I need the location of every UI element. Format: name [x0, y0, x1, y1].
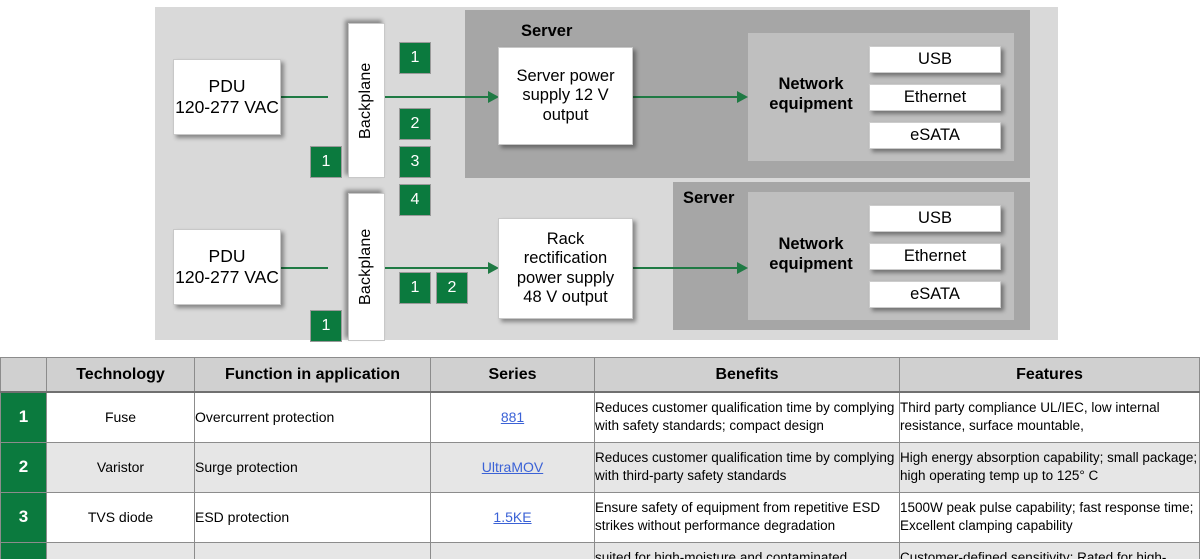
table-row: 1 Fuse Overcurrent protection 881 Reduce… — [0, 391, 1200, 443]
col-header-technology: Technology — [46, 357, 195, 393]
cell-features: 1500W peak pulse capability; fast respon… — [899, 491, 1200, 543]
port-esata-top: eSATA — [869, 122, 1001, 149]
rack-rectification-power-supply-box: Rack rectification power supply 48 V out… — [498, 218, 633, 319]
badge-rack-2: 2 — [436, 272, 468, 304]
cell-benefits: Reduces customer qualification time by c… — [594, 391, 900, 443]
system-diagram: Server Network equipment USB Ethernet eS… — [155, 7, 1058, 342]
port-usb-bottom: USB — [869, 205, 1001, 232]
series-link[interactable]: 881 — [500, 409, 525, 426]
port-usb-top: USB — [869, 46, 1001, 73]
row-index-badge: 3 — [0, 491, 47, 543]
specification-table-wrap: Technology Function in application Serie… — [0, 357, 1200, 559]
row-index-badge: 4 — [0, 541, 47, 559]
port-ethernet-top: Ethernet — [869, 84, 1001, 111]
network-equipment-top-label: Network equipment — [756, 75, 866, 115]
badge-backplane-4: 4 — [399, 184, 431, 216]
series-link[interactable]: UltraMOV — [481, 459, 544, 475]
cell-benefits: Reduces customer qualification time by c… — [594, 441, 900, 493]
backplane-bottom: Backplane — [348, 193, 385, 341]
psu-top-line3: output — [542, 105, 589, 124]
server-bottom-label: Server — [683, 189, 735, 207]
psu-top-line1: Server power — [516, 66, 615, 85]
cell-function: Surge protection — [194, 441, 431, 493]
table-row: 2 Varistor Surge protection UltraMOV Red… — [0, 441, 1200, 493]
cell-function: Enclosure open/close status — [194, 541, 431, 559]
network-top-line1: Network — [778, 75, 844, 93]
table-body: 1 Fuse Overcurrent protection 881 Reduce… — [0, 391, 1200, 559]
pdu-top-line1: PDU — [208, 76, 246, 97]
wire-backplane-to-psu-bottom — [355, 267, 490, 269]
col-header-series: Series — [430, 357, 595, 393]
arrow-network-bottom-in — [737, 262, 748, 274]
pdu-bottom-line1: PDU — [208, 246, 246, 267]
wire-pdu-bottom-to-backplane — [280, 267, 328, 269]
cell-series: 59150 — [430, 541, 595, 559]
wire-psu-bottom-to-network — [633, 267, 739, 269]
series-link[interactable]: 1.5KE — [493, 509, 532, 525]
cell-function: Overcurrent protection — [194, 391, 431, 443]
cell-technology: TVS diode — [46, 491, 195, 543]
col-header-features: Features — [899, 357, 1200, 393]
network-top-line2: equipment — [769, 94, 853, 113]
network-bottom-line2: equipment — [769, 254, 853, 273]
col-header-benefits: Benefits — [594, 357, 900, 393]
psu-bottom-line2: rectification — [523, 249, 608, 268]
psu-top-line2: supply 12 V — [522, 86, 609, 105]
psu-bottom-line4: 48 V output — [523, 287, 608, 306]
psu-bottom-line1: Rack — [546, 229, 585, 248]
badge-backplane-1: 1 — [399, 42, 431, 74]
network-equipment-bottom-label: Network equipment — [756, 235, 866, 275]
cell-features: High energy absorption capability; small… — [899, 441, 1200, 493]
cell-benefits: Ensure safety of equipment from repetiti… — [594, 491, 900, 543]
badge-rack-1: 1 — [399, 272, 431, 304]
col-header-function: Function in application — [194, 357, 431, 393]
specification-table: Technology Function in application Serie… — [0, 357, 1200, 559]
table-row: 4 Reed sensor Enclosure open/close statu… — [0, 541, 1200, 559]
wire-psu-top-to-network — [633, 96, 739, 98]
badge-backplane-2: 2 — [399, 108, 431, 140]
network-bottom-line1: Network — [778, 235, 844, 253]
cell-series: 881 — [430, 391, 595, 443]
cell-series: 1.5KE — [430, 491, 595, 543]
badge-pdu-top: 1 — [310, 146, 342, 178]
row-index-badge: 2 — [0, 441, 47, 493]
wire-pdu-top-to-backplane — [280, 96, 328, 98]
cell-features: Third party compliance UL/IEC, low inter… — [899, 391, 1200, 443]
table-header-row: Technology Function in application Serie… — [0, 357, 1200, 393]
arrow-network-top-in — [737, 91, 748, 103]
port-ethernet-bottom: Ethernet — [869, 243, 1001, 270]
server-power-supply-box: Server power supply 12 V output — [498, 47, 633, 145]
arrow-psu-top-in — [488, 91, 499, 103]
cell-function: ESD protection — [194, 491, 431, 543]
badge-backplane-3: 3 — [399, 146, 431, 178]
cell-series: UltraMOV — [430, 441, 595, 493]
cell-features: Customer-defined sensitivity; Rated for … — [899, 541, 1200, 559]
port-esata-bottom: eSATA — [869, 281, 1001, 308]
row-index-badge: 1 — [0, 391, 47, 443]
wire-backplane-to-psu-top — [355, 96, 490, 98]
cell-benefits: suited for high-moisture and contaminate… — [594, 541, 900, 559]
badge-pdu-bottom: 1 — [310, 310, 342, 342]
pdu-bottom-line2: 120-277 VAC — [175, 267, 279, 287]
col-header-index — [0, 357, 47, 393]
table-row: 3 TVS diode ESD protection 1.5KE Ensure … — [0, 491, 1200, 543]
pdu-box-bottom: PDU 120-277 VAC — [173, 229, 281, 305]
cell-technology: Varistor — [46, 441, 195, 493]
backplane-top: Backplane — [348, 23, 385, 178]
server-top-label: Server — [521, 22, 573, 40]
arrow-psu-bottom-in — [488, 262, 499, 274]
cell-technology: Fuse — [46, 391, 195, 443]
psu-bottom-line3: power supply — [516, 268, 615, 287]
pdu-top-line2: 120-277 VAC — [175, 97, 279, 117]
cell-technology: Reed sensor — [46, 541, 195, 559]
pdu-box-top: PDU 120-277 VAC — [173, 59, 281, 135]
